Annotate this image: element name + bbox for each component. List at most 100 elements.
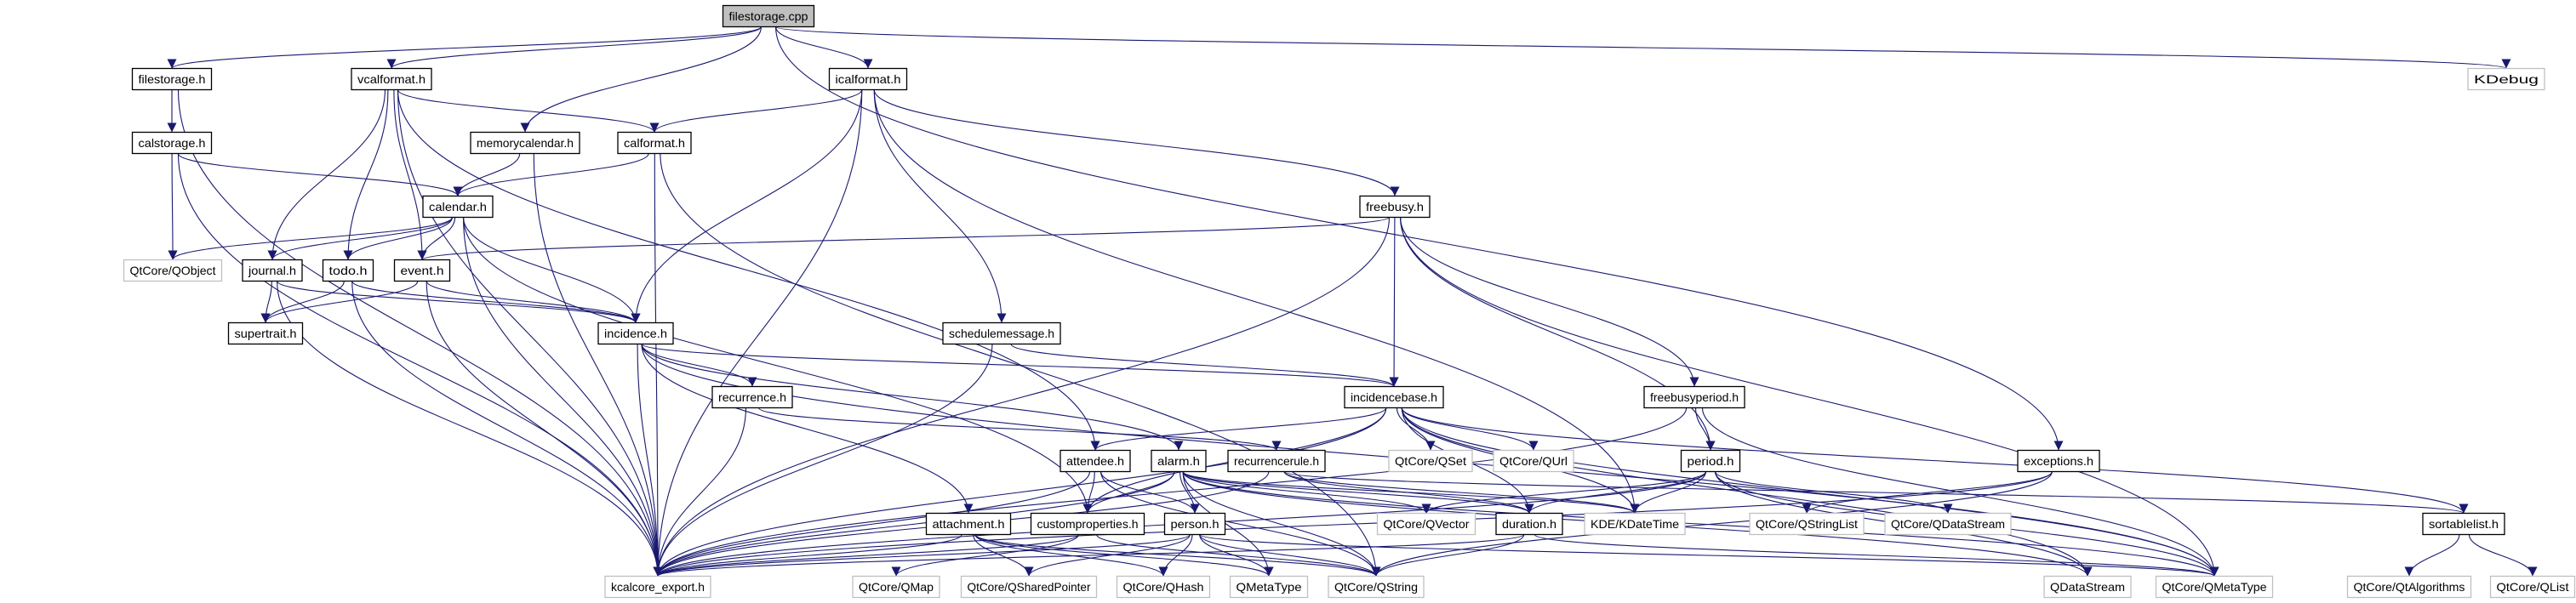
edge-freebusyperiod-h-to-kcalcore-export-h bbox=[653, 407, 1688, 577]
edge-exceptions-h-to-kcalcore-export-h bbox=[653, 471, 2053, 577]
node-freebusy-h[interactable]: freebusy.h bbox=[1359, 195, 1431, 219]
node-label: incidencebase.h bbox=[1351, 390, 1437, 404]
edge-vcalformat-h-to-kcalcore-export-h bbox=[397, 89, 663, 577]
edge-incidencebase-h-to-kcalcore-export-h bbox=[653, 407, 1387, 577]
node-label: schedulemessage.h bbox=[949, 327, 1054, 340]
node-label: QtCore/QString bbox=[1334, 580, 1418, 594]
node-box bbox=[470, 131, 580, 155]
edge-journal-h-to-incidence-h bbox=[277, 281, 641, 323]
node-box bbox=[604, 575, 711, 599]
edge-sortablelist-h-to-qtcore-qtalgorithms bbox=[2404, 534, 2460, 577]
edge-attachment-h-to-qtcore-qhash bbox=[974, 534, 1168, 577]
edge-memorycalendar-h-to-kcalcore-export-h bbox=[533, 153, 663, 577]
node-calstorage-h[interactable]: calstorage.h bbox=[131, 131, 213, 155]
node-qtcore-qset: QtCore/QSet bbox=[1388, 449, 1473, 473]
edge-incidence-h-to-attachment-h bbox=[641, 344, 974, 514]
node-label: QtCore/QStringList bbox=[1756, 517, 1858, 531]
edge-calendar-h-to-todo-h bbox=[343, 217, 453, 260]
node-box bbox=[1376, 512, 1476, 536]
edge-person-h-to-qtcore-qstring bbox=[1199, 534, 1381, 577]
node-qtcore-qdatastream: QtCore/QDataStream bbox=[1884, 512, 2012, 536]
node-calendar-h[interactable]: calendar.h bbox=[422, 195, 494, 219]
node-memorycalendar-h[interactable]: memorycalendar.h bbox=[470, 131, 580, 155]
node-label: KDE/KDateTime bbox=[1591, 517, 1679, 531]
edge-freebusy-h-to-qtcore-qmetatype bbox=[1400, 217, 2219, 577]
node-label: QtCore/QList bbox=[2497, 580, 2569, 594]
edge-duration-h-to-kcalcore-export-h bbox=[654, 534, 1525, 577]
edge-alarm-h-to-qtcore-qstring bbox=[1182, 471, 1381, 577]
edge-vcalformat-h-to-attendee-h bbox=[397, 89, 1100, 451]
node-recurrencerule-h[interactable]: recurrencerule.h bbox=[1227, 449, 1326, 473]
node-todo-h[interactable]: todo.h bbox=[322, 259, 374, 282]
node-filestorage-h[interactable]: filestorage.h bbox=[131, 67, 213, 91]
node-qtcore-qlist: QtCore/QList bbox=[2489, 575, 2576, 599]
node-sortablelist-h[interactable]: sortablelist.h bbox=[2422, 512, 2505, 536]
edge-attachment-h-to-kcalcore-export-h bbox=[653, 534, 962, 577]
node-supertrait-h[interactable]: supertrait.h bbox=[227, 321, 304, 345]
node-label: calstorage.h bbox=[139, 136, 206, 150]
edge-person-h-to-qtcore-qhash bbox=[1158, 534, 1193, 577]
node-label: customproperties.h bbox=[1037, 517, 1139, 531]
edge-attendee-h-to-qtcore-qstring bbox=[1100, 471, 1381, 577]
node-icalformat-h[interactable]: icalformat.h bbox=[828, 67, 908, 91]
node-box bbox=[131, 67, 213, 91]
node-incidence-h[interactable]: incidence.h bbox=[597, 321, 674, 345]
node-event-h[interactable]: event.h bbox=[393, 259, 451, 282]
node-duration-h[interactable]: duration.h bbox=[1495, 512, 1563, 536]
edge-alarm-h-to-duration-h bbox=[1182, 471, 1534, 514]
edge-filestorage-cpp-to-filestorage-h bbox=[167, 26, 762, 69]
edge-alarm-h-to-kcalcore-export-h bbox=[653, 471, 1175, 577]
edge-filestorage-h-to-kcalcore-export-h bbox=[177, 89, 663, 577]
node-journal-h[interactable]: journal.h bbox=[242, 259, 303, 282]
node-label: QtCore/QUrl bbox=[1499, 454, 1568, 468]
node-label: QtCore/QDataStream bbox=[1891, 517, 2005, 531]
node-calformat-h[interactable]: calformat.h bbox=[617, 131, 692, 155]
node-exceptions-h[interactable]: exceptions.h bbox=[2017, 449, 2100, 473]
node-box bbox=[1493, 449, 1574, 473]
edge-todo-h-to-incidence-h bbox=[351, 281, 641, 323]
edge-incidencebase-h-to-qtcore-qmetatype bbox=[1401, 407, 2219, 577]
node-box bbox=[1643, 385, 1745, 409]
node-box bbox=[852, 575, 940, 599]
node-box bbox=[1495, 512, 1563, 536]
edge-vcalformat-h-to-journal-h bbox=[267, 89, 386, 260]
node-label: icalformat.h bbox=[836, 72, 901, 86]
node-box bbox=[722, 4, 815, 28]
node-attachment-h[interactable]: attachment.h bbox=[925, 512, 1012, 536]
node-filestorage-cpp[interactable]: filestorage.cpp bbox=[722, 4, 815, 28]
node-label: QtCore/QMetaType bbox=[2162, 580, 2267, 594]
node-person-h[interactable]: person.h bbox=[1163, 512, 1226, 536]
node-attendee-h[interactable]: attendee.h bbox=[1060, 449, 1131, 473]
edge-calendar-h-to-event-h bbox=[417, 217, 456, 260]
edge-filestorage-cpp-to-vcalformat-h bbox=[386, 26, 762, 69]
edge-recurrencerule-h-to-duration-h bbox=[1283, 471, 1534, 514]
edge-freebusy-h-to-period-h bbox=[1400, 217, 1716, 451]
node-schedulemessage-h[interactable]: schedulemessage.h bbox=[942, 321, 1061, 345]
node-label: incidence.h bbox=[604, 327, 667, 340]
node-alarm-h[interactable]: alarm.h bbox=[1151, 449, 1207, 473]
node-qtcore-qtalgorithms: QtCore/QtAlgorithms bbox=[2346, 575, 2472, 599]
edge-alarm-h-to-person-h bbox=[1179, 471, 1200, 514]
node-period-h[interactable]: period.h bbox=[1680, 449, 1741, 473]
node-customproperties-h[interactable]: customproperties.h bbox=[1030, 512, 1145, 536]
node-vcalformat-h[interactable]: vcalformat.h bbox=[351, 67, 432, 91]
edge-incidencebase-h-to-qtcore-qset bbox=[1396, 407, 1436, 451]
node-box bbox=[925, 512, 1012, 536]
edge-icalformat-h-to-schedulemessage-h bbox=[873, 89, 1007, 323]
node-qtcore-qsharedpointer: QtCore/QSharedPointer bbox=[960, 575, 1098, 599]
edge-recurrence-h-to-recurrencerule-h bbox=[757, 407, 1282, 451]
node-box bbox=[1388, 449, 1473, 473]
edge-person-h-to-qtcore-qsharedpointer bbox=[1024, 534, 1191, 577]
node-label: alarm.h bbox=[1157, 454, 1200, 468]
node-incidencebase-h[interactable]: incidencebase.h bbox=[1344, 385, 1444, 409]
node-freebusyperiod-h[interactable]: freebusyperiod.h bbox=[1643, 385, 1745, 409]
node-label: KDebug bbox=[2474, 72, 2539, 86]
edge-icalformat-h-to-kcalcore-export-h bbox=[653, 89, 863, 577]
node-qtcore-qstringlist: QtCore/QStringList bbox=[1749, 512, 1865, 536]
node-qtcore-qvector: QtCore/QVector bbox=[1376, 512, 1476, 536]
edge-period-h-to-qtcore-qvector bbox=[1421, 471, 1707, 514]
edge-freebusyperiod-h-to-period-h bbox=[1694, 407, 1716, 451]
node-recurrence-h[interactable]: recurrence.h bbox=[711, 385, 793, 409]
node-box bbox=[2467, 67, 2545, 91]
node-label: QtCore/QSet bbox=[1395, 454, 1466, 468]
